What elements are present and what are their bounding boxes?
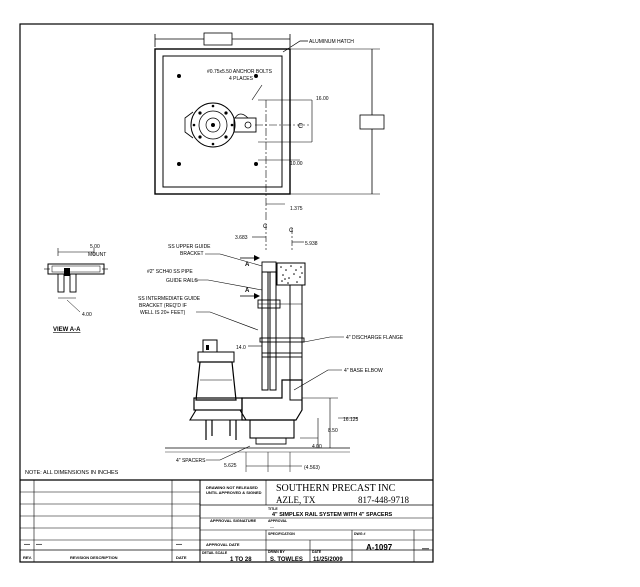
guide-rail-left <box>261 271 269 391</box>
guide-rail-right <box>269 271 277 391</box>
view-a-a: 5.00 MOUNT 4.00 VIEW A-A <box>44 244 108 333</box>
spacers-label: 4" SPACERS <box>176 458 206 464</box>
drawn-date-label: DATE <box>312 550 322 554</box>
dim-4563: (4.563) <box>304 465 320 471</box>
section-a-mark-1: A <box>245 262 250 268</box>
anchor-bolt <box>177 162 181 166</box>
pump-top-view <box>190 102 236 148</box>
hatch-inner-frame <box>162 55 283 188</box>
anchor-bolt <box>177 74 181 78</box>
dim-14: 14.0 <box>236 345 246 351</box>
view-a-a-label: VIEW A-A <box>53 327 81 333</box>
drawn-by: S. TOWLES <box>270 557 303 563</box>
company-phone: 817-448-9718 <box>358 495 409 505</box>
inter-bracket-label-1: SS INTERMEDIATE GUIDE <box>138 296 201 302</box>
title-label: TITLE <box>268 507 278 511</box>
base-elbow-label: 4" BASE ELBOW <box>344 368 383 374</box>
date-label: DATE <box>176 555 187 560</box>
inter-bracket-label-3: WELL IS 20+ FEET) <box>140 310 186 316</box>
approval-value: — <box>270 524 274 529</box>
company-city: AZLE, TX <box>276 495 316 505</box>
rev-dash-3: — <box>176 542 182 548</box>
anchor-bolt <box>254 162 258 166</box>
revision-description-label: REVISION DESCRIPTION <box>70 555 118 560</box>
anchor-bolt <box>254 74 258 78</box>
anchor-bolts-label-1: #0.75x5.50 ANCHOR BOLTS <box>207 69 273 75</box>
drawn-by-label: DRWN BY <box>268 550 285 554</box>
anchor-bolts-label-2: 4 PLACES <box>229 76 254 82</box>
pump <box>189 339 247 440</box>
dim-16: 16.00 <box>316 96 329 102</box>
until-approved-text: UNTIL APPROVED & SIGNED <box>206 490 262 495</box>
centerline-mark-3: C <box>289 228 294 234</box>
guide-rails-label-1: #2" SCH40 SS PIPE <box>147 269 193 275</box>
dim-5625: 5.625 <box>224 463 237 469</box>
centerline-mark-1: C <box>298 123 303 130</box>
rev-label: REV. <box>23 555 32 560</box>
dwg-number: A-1097 <box>366 543 393 552</box>
section-a-mark-2: A <box>245 288 250 294</box>
upper-bracket-label-1: SS UPPER GUIDE <box>168 244 211 250</box>
plan-view: ALUMINUM HATCH #0.75x5.50 ANCHOR BOLTS 4… <box>154 32 385 220</box>
dimensions-note: NOTE: ALL DIMENSIONS IN INCHES <box>25 470 119 476</box>
approval-signature-label: APPROVAL SIGNATURE <box>210 518 257 523</box>
inter-bracket-label-2: BRACKET (REQ'D IF <box>139 303 187 309</box>
dim-850: 8.50 <box>328 428 338 434</box>
scale-label: DETAIL SCALE <box>202 551 228 555</box>
approval-label: APPROVAL <box>268 519 288 523</box>
sheet-border <box>19 23 434 563</box>
dim-16125: 16.125 <box>343 417 359 423</box>
width-dimension-box <box>203 32 233 46</box>
not-released-text: DRAWING NOT RELEASED <box>206 485 258 490</box>
dim-5938: 5.938 <box>305 241 318 247</box>
drawing-title: 4" SIMPLEX RAIL SYSTEM WITH 4" SPACERS <box>272 512 393 518</box>
upper-bracket-label-2: BRACKET <box>180 251 204 257</box>
rev-dash-2: — <box>36 542 42 548</box>
height-dimension-box <box>359 114 385 130</box>
discharge-pipe <box>289 284 303 401</box>
centerline-mark-2: C <box>263 224 268 230</box>
view-dim-mount: MOUNT <box>88 252 106 258</box>
title-block: DRAWING NOT RELEASED UNTIL APPROVED & SI… <box>20 479 433 563</box>
approval-date-label: APPROVAL DATE <box>206 542 240 547</box>
dim-1375: 1.375 <box>290 206 303 212</box>
dim-3683: 3.683 <box>235 235 248 241</box>
company-name: SOUTHERN PRECAST INC <box>276 483 396 494</box>
dwg-rev-dash: — <box>422 546 429 553</box>
hatch-outer-frame <box>154 48 291 195</box>
view-dim-400: 4.00 <box>82 312 92 318</box>
dim-400: 4.00 <box>312 444 322 450</box>
view-dim-500: 5.00 <box>90 244 100 250</box>
elevation-view: C C 3.683 5.938 <box>138 224 404 472</box>
discharge-flange-label: 4" DISCHARGE FLANGE <box>346 335 404 341</box>
drawn-date: 11/25/2009 <box>313 557 343 563</box>
rev-dash-1: — <box>24 542 30 548</box>
scale-value: 1 TO 28 <box>230 557 252 563</box>
specification-label: SPECIFICATION <box>268 532 295 536</box>
guide-rails-label-2: GUIDE RAILS <box>166 278 198 284</box>
hatch-label: ALUMINUM HATCH <box>309 39 354 45</box>
dwg-label: DWG # <box>354 532 366 536</box>
dim-10: 10.00 <box>290 161 303 167</box>
